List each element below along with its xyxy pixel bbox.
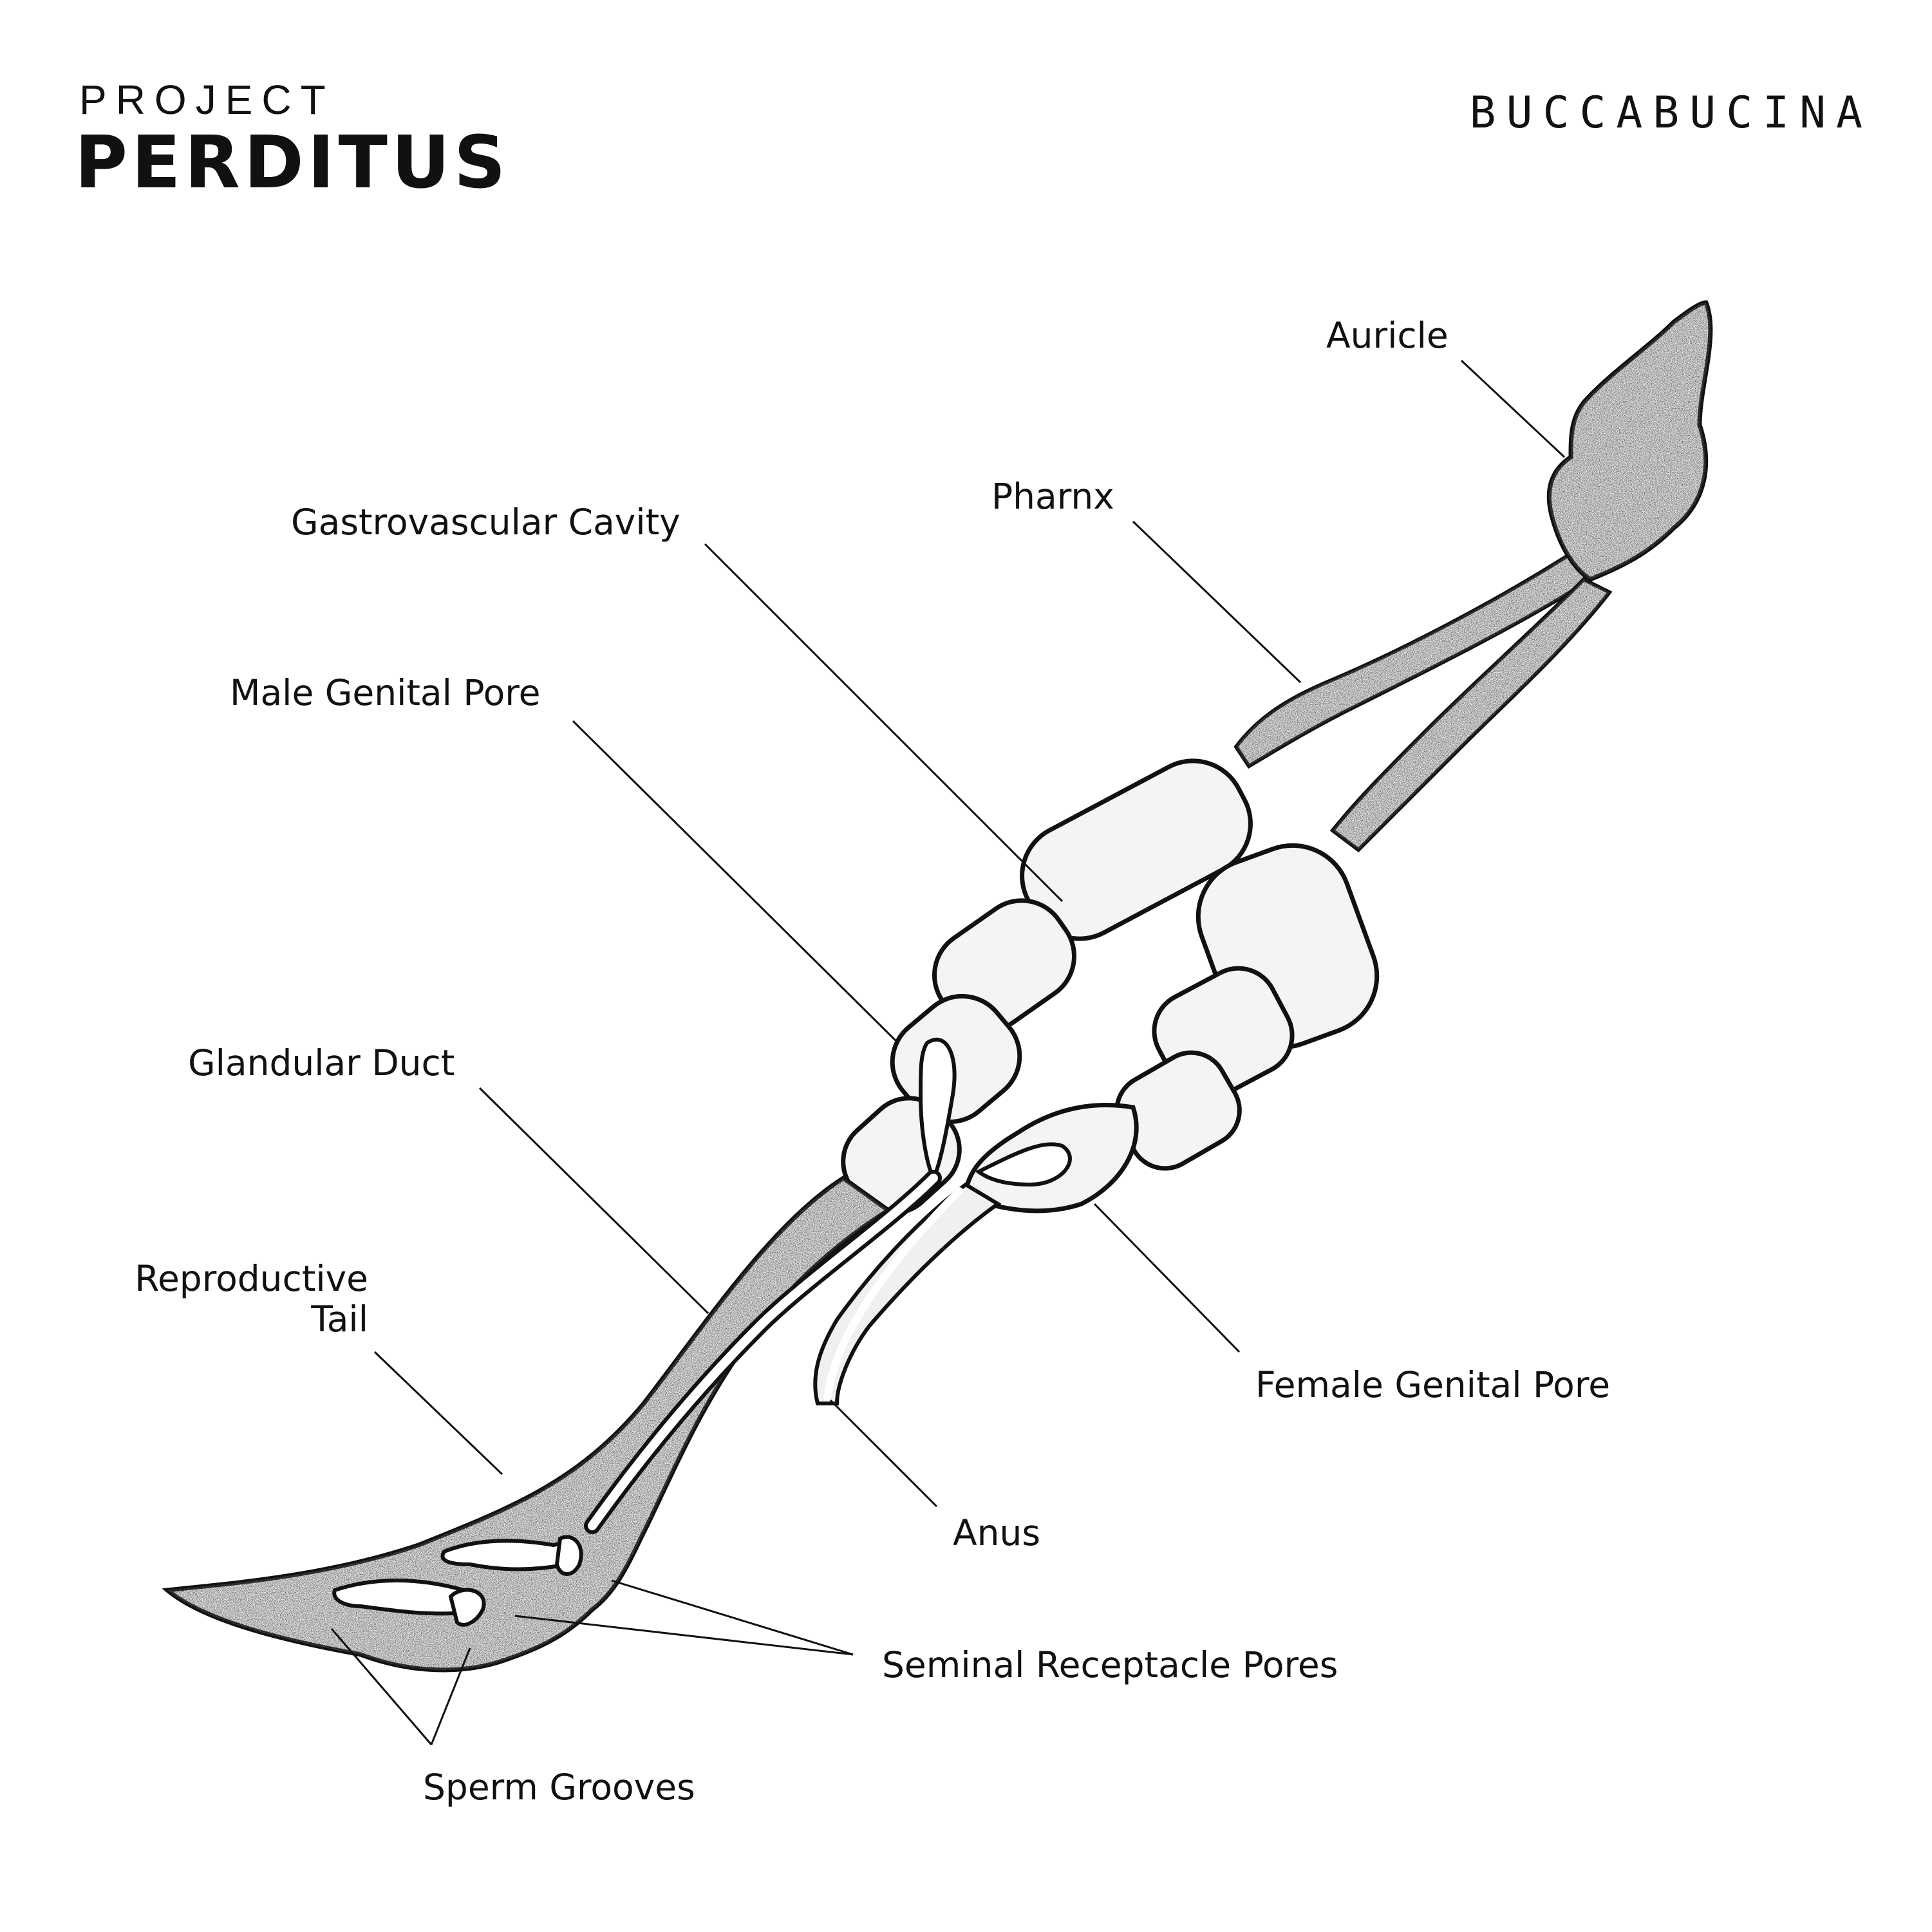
anus-tube bbox=[813, 1182, 1002, 1405]
label-sperm-grooves: Sperm Grooves bbox=[423, 1767, 695, 1808]
label-female-genital-pore: Female Genital Pore bbox=[1255, 1364, 1611, 1405]
label-reproductive-tail-line2: Tail bbox=[311, 1299, 368, 1340]
label-auricle: Auricle bbox=[1326, 315, 1449, 356]
project-eyebrow: PROJECT bbox=[79, 77, 335, 123]
label-anus: Anus bbox=[953, 1512, 1040, 1553]
lower-arm-tube bbox=[1329, 577, 1613, 852]
label-reproductive-tail-line1: Reproductive bbox=[135, 1258, 368, 1299]
species-name: BUCCABUCINA bbox=[1469, 88, 1873, 138]
sperm-grooves-shapes bbox=[332, 1535, 583, 1627]
label-gastrovascular-cavity: Gastrovascular Cavity bbox=[291, 502, 680, 543]
reproductive-tail bbox=[162, 1175, 893, 1673]
auricle-shape bbox=[1546, 300, 1713, 582]
pharynx-tube bbox=[1233, 550, 1593, 769]
label-pharnx: Pharnx bbox=[991, 476, 1114, 517]
label-glandular-duct: Glandular Duct bbox=[188, 1042, 455, 1083]
glandular-duct-channel bbox=[584, 1170, 942, 1534]
label-male-genital-pore: Male Genital Pore bbox=[230, 672, 541, 713]
leader-lines bbox=[330, 359, 1566, 1745]
project-title: PERDITUS bbox=[75, 121, 510, 205]
label-reproductive-tail: Reproductive Tail bbox=[129, 1258, 368, 1340]
label-seminal-receptacle-pores: Seminal Receptacle Pores bbox=[882, 1644, 1338, 1685]
